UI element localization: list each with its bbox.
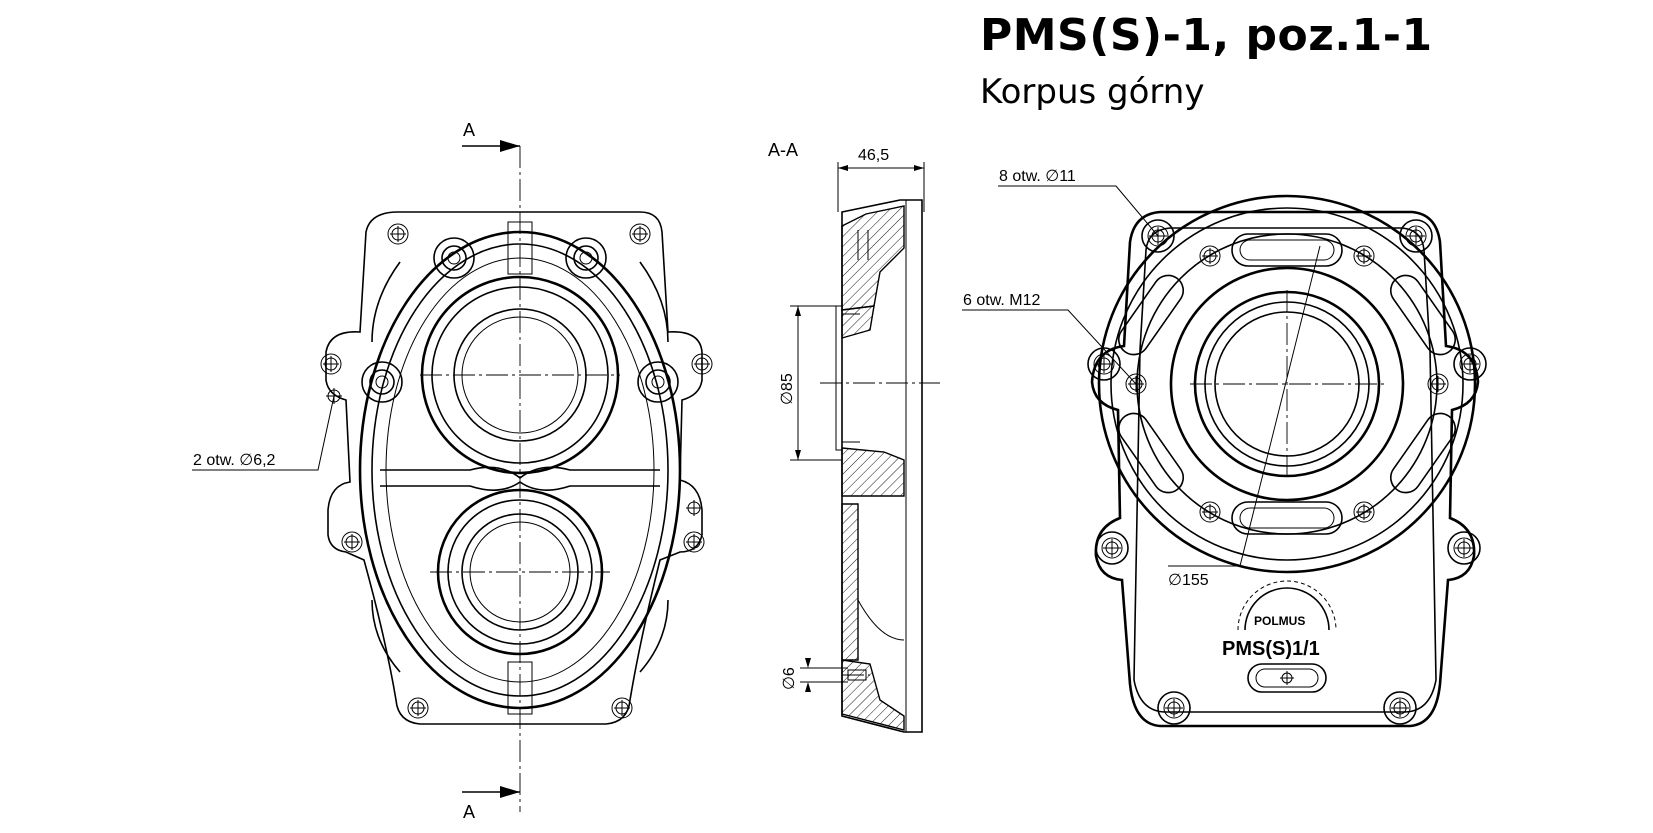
back-view: ∅155 8 otw. ∅11 6 otw. M12 POLMUS PMS(S)…	[962, 168, 1487, 728]
back-body-outline	[1090, 210, 1480, 728]
holes-label-front: 2 otw. ∅6,2	[193, 452, 276, 469]
pitch-circle-label: ∅155	[1168, 572, 1209, 589]
cast-mark: PMS(S)1/1	[1222, 638, 1320, 660]
section-mark-top: A	[463, 120, 475, 140]
dim-width: 46,5	[858, 147, 889, 164]
drawing-title: PMS(S)-1, poz.1-1	[980, 10, 1433, 61]
logo-text: POLMUS	[1254, 614, 1305, 628]
front-view: A A 2 otw. ∅6,2	[192, 120, 713, 822]
holes-outer-label: 8 otw. ∅11	[999, 168, 1076, 185]
dim-bore: ∅85	[779, 373, 796, 405]
front-flange-outline	[325, 211, 703, 725]
section-label: A-A	[768, 140, 798, 160]
drawing-subtitle: Korpus górny	[980, 72, 1205, 112]
section-mark-bottom: A	[463, 802, 475, 822]
section-view: A-A 46,5 ∅85	[768, 140, 940, 733]
holes-thread-label: 6 otw. M12	[963, 292, 1040, 309]
dim-pin: ∅6	[781, 667, 798, 690]
logo: POLMUS	[1237, 580, 1337, 631]
